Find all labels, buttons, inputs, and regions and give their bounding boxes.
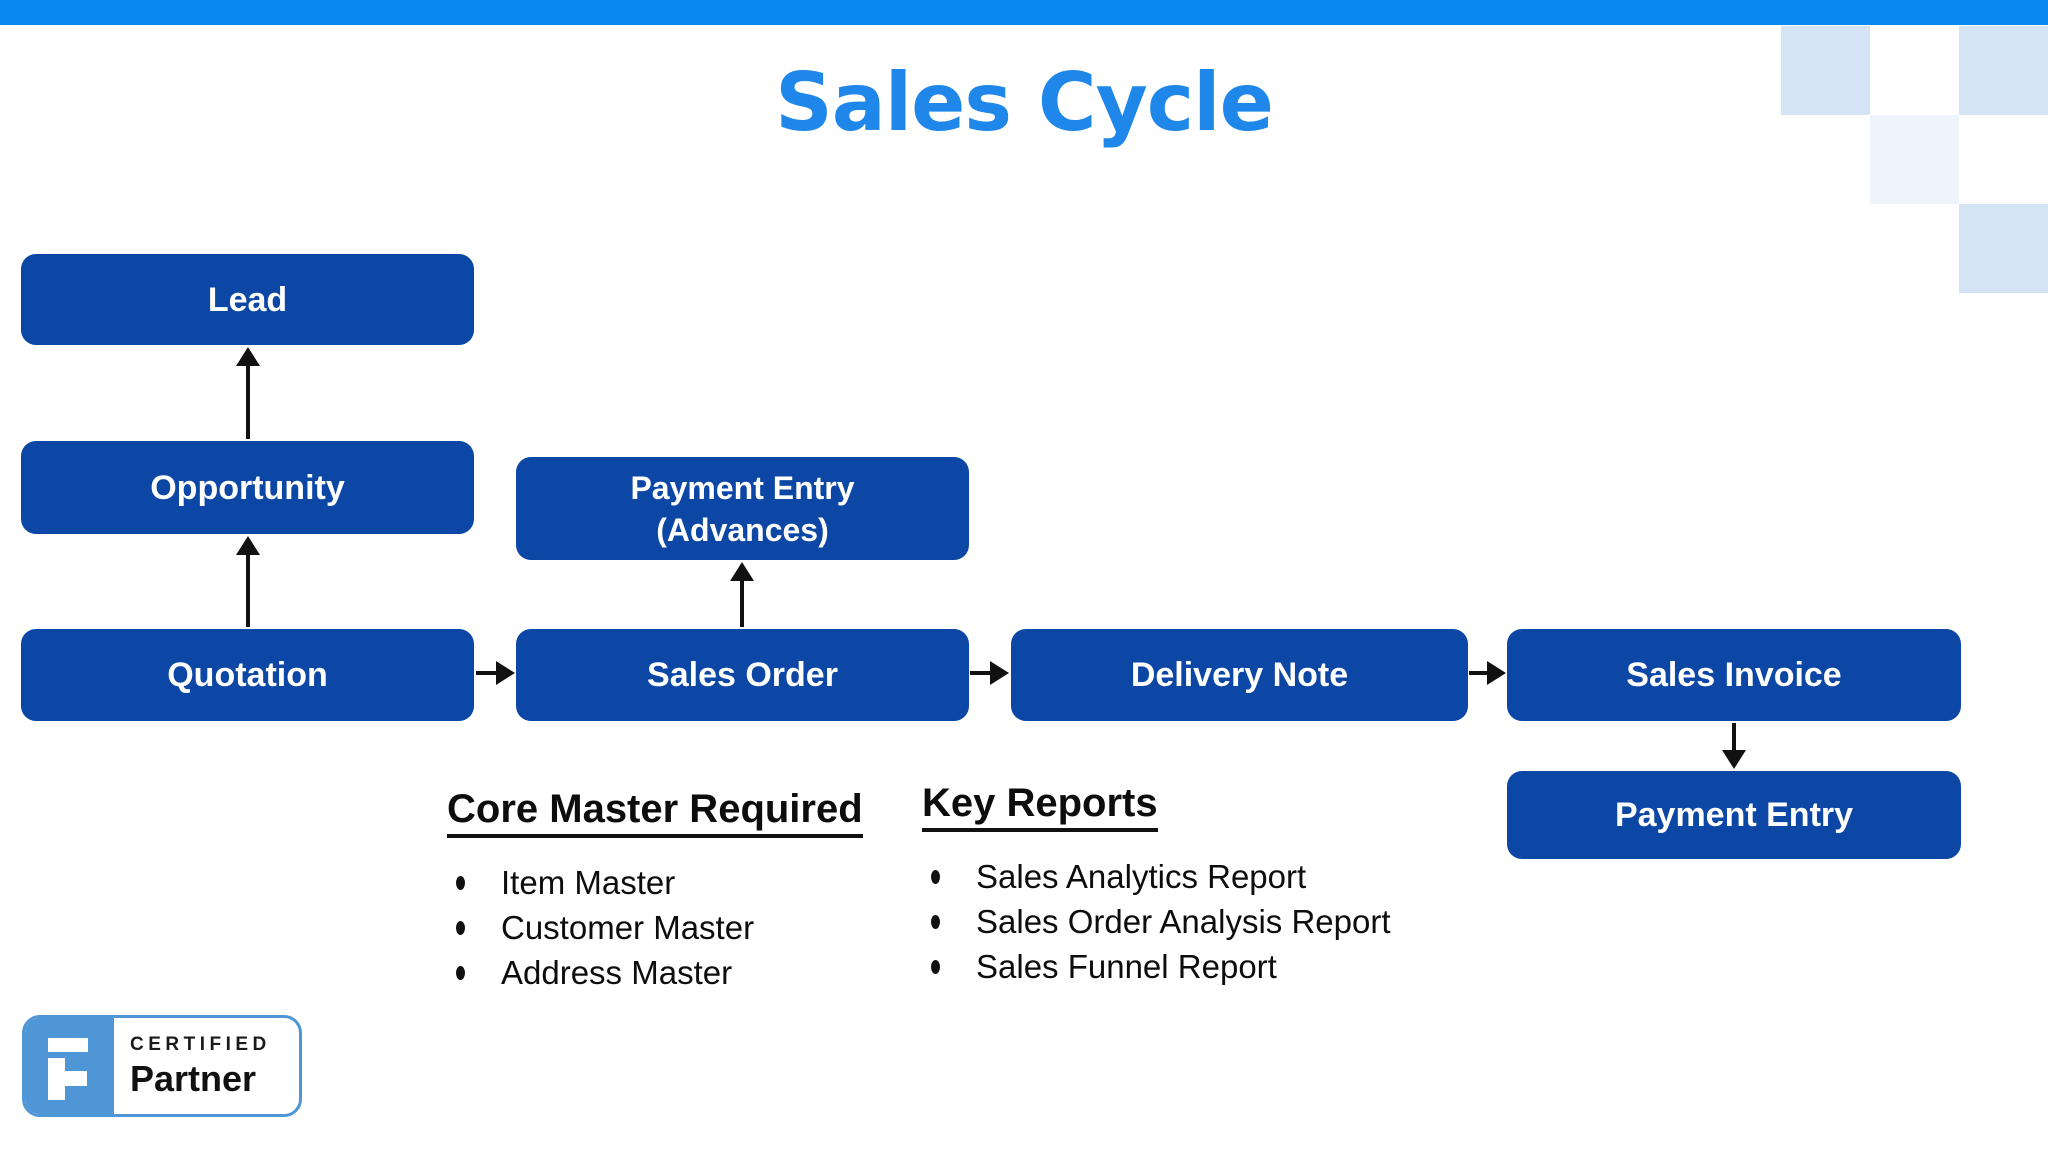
flow-box-label-line1: Payment Entry — [630, 469, 855, 506]
flow-box-label: Lead — [207, 280, 288, 319]
arrow-quotation-to-sales-order-icon — [476, 661, 515, 685]
flow-box-payment-entry-advances: Payment Entry (Advances) — [516, 457, 969, 560]
list-item: Sales Analytics Report — [922, 854, 1542, 899]
bullet-icon — [456, 965, 465, 980]
certified-partner-badge: CERTIFIED Partner — [22, 1015, 302, 1117]
page-title: Sales Cycle — [775, 56, 1274, 149]
core-master-section: Core Master Required Item Master Custome… — [447, 786, 1007, 995]
key-reports-list: Sales Analytics Report Sales Order Analy… — [922, 854, 1542, 989]
top-accent-bar — [0, 0, 2048, 25]
flow-box-label: Payment Entry — [1614, 796, 1854, 834]
list-item: Item Master — [447, 860, 1007, 905]
list-item-label: Item Master — [501, 864, 676, 901]
flow-box-lead: Lead — [21, 254, 474, 345]
list-item-label: Sales Analytics Report — [976, 858, 1307, 895]
flow-box-payment-entry: Payment Entry — [1507, 771, 1961, 859]
deco-square — [1959, 204, 2048, 293]
bullet-icon — [456, 920, 465, 935]
badge-text: CERTIFIED Partner — [114, 1018, 299, 1114]
bullet-icon — [456, 875, 465, 890]
list-item-label: Sales Order Analysis Report — [976, 903, 1391, 940]
list-item: Sales Funnel Report — [922, 944, 1542, 989]
list-item: Customer Master — [447, 905, 1007, 950]
bullet-icon — [931, 959, 940, 974]
arrow-quotation-to-opportunity-icon — [236, 536, 260, 627]
arrow-delivery-note-to-sales-invoice-icon — [1469, 661, 1506, 685]
deco-square — [1781, 26, 1870, 115]
core-master-list: Item Master Customer Master Address Mast… — [447, 860, 1007, 995]
list-item-label: Customer Master — [501, 909, 755, 946]
list-item-label: Sales Funnel Report — [976, 948, 1277, 985]
flow-box-label: Sales Invoice — [1626, 656, 1842, 694]
flow-box-sales-invoice: Sales Invoice — [1507, 629, 1961, 721]
flow-box-quotation: Quotation — [21, 629, 474, 721]
arrow-sales-order-to-delivery-note-icon — [970, 661, 1009, 685]
list-item: Address Master — [447, 950, 1007, 995]
key-reports-section: Key Reports Sales Analytics Report Sales… — [922, 780, 1542, 989]
flow-box-label: Sales Order — [647, 656, 838, 694]
deco-square — [1870, 115, 1959, 204]
arrow-sales-invoice-to-payment-entry-icon — [1722, 723, 1746, 769]
frappe-logo-icon — [25, 1018, 114, 1114]
flow-box-label: Quotation — [167, 656, 328, 694]
deco-square — [1959, 26, 2048, 115]
badge-certified-label: CERTIFIED — [130, 1034, 271, 1055]
core-master-heading: Core Master Required — [447, 786, 863, 838]
flow-box-label-line2: (Advances) — [656, 511, 829, 548]
flow-box-opportunity: Opportunity — [21, 441, 474, 534]
arrow-sales-order-to-payment-advances-icon — [730, 562, 754, 627]
flow-box-label: Opportunity — [150, 468, 345, 507]
arrow-opportunity-to-lead-icon — [236, 347, 260, 439]
key-reports-heading: Key Reports — [922, 780, 1158, 832]
list-item-label: Address Master — [501, 954, 733, 991]
badge-partner-label: Partner — [130, 1058, 257, 1099]
flow-box-delivery-note: Delivery Note — [1011, 629, 1468, 721]
flow-box-sales-order: Sales Order — [516, 629, 969, 721]
list-item: Sales Order Analysis Report — [922, 899, 1542, 944]
bullet-icon — [931, 869, 940, 884]
bullet-icon — [931, 914, 940, 929]
flow-box-label: Delivery Note — [1130, 656, 1349, 694]
